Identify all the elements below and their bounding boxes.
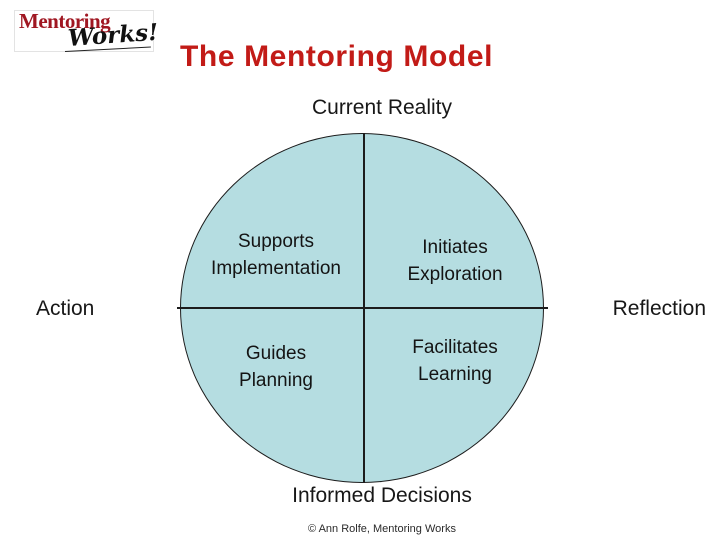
quadrant-circle-diagram: Supports Implementation Initiates Explor… (177, 122, 548, 492)
quadrant-top-left-line1: Supports (237, 231, 315, 252)
quadrant-bottom-left-line1: Guides (245, 343, 307, 364)
quadrant-top-left: Supports Implementation (190, 228, 362, 282)
quadrant-top-right-line2: Exploration (407, 264, 503, 285)
logo-word-mentoring: Mentoring (19, 9, 111, 33)
axis-label-top: Current Reality (311, 96, 453, 119)
axis-label-bottom: Informed Decisions (292, 484, 472, 507)
quadrant-bottom-right-line2: Learning (418, 364, 492, 385)
quadrant-top-right-line1: Initiates (422, 237, 488, 258)
quadrant-bottom-right: Facilitates Learning (366, 334, 544, 388)
quadrant-top-right: Initiates Exploration (366, 234, 544, 288)
copyright-credit: © Ann Rolfe, Mentoring Works (308, 523, 456, 535)
mentoring-works-logo: Mentoring Works! (14, 9, 159, 52)
page-title: The Mentoring Model (180, 40, 494, 73)
quadrant-bottom-left-line2: Planning (239, 370, 313, 391)
quadrant-bottom-right-line1: Facilitates (412, 337, 498, 358)
quadrant-bottom-left: Guides Planning (190, 340, 362, 394)
quadrant-top-left-line2: Implementation (211, 258, 341, 279)
axis-label-right: Reflection (612, 297, 706, 320)
horizontal-divider-line (177, 307, 548, 309)
axis-label-left: Action (36, 297, 95, 320)
